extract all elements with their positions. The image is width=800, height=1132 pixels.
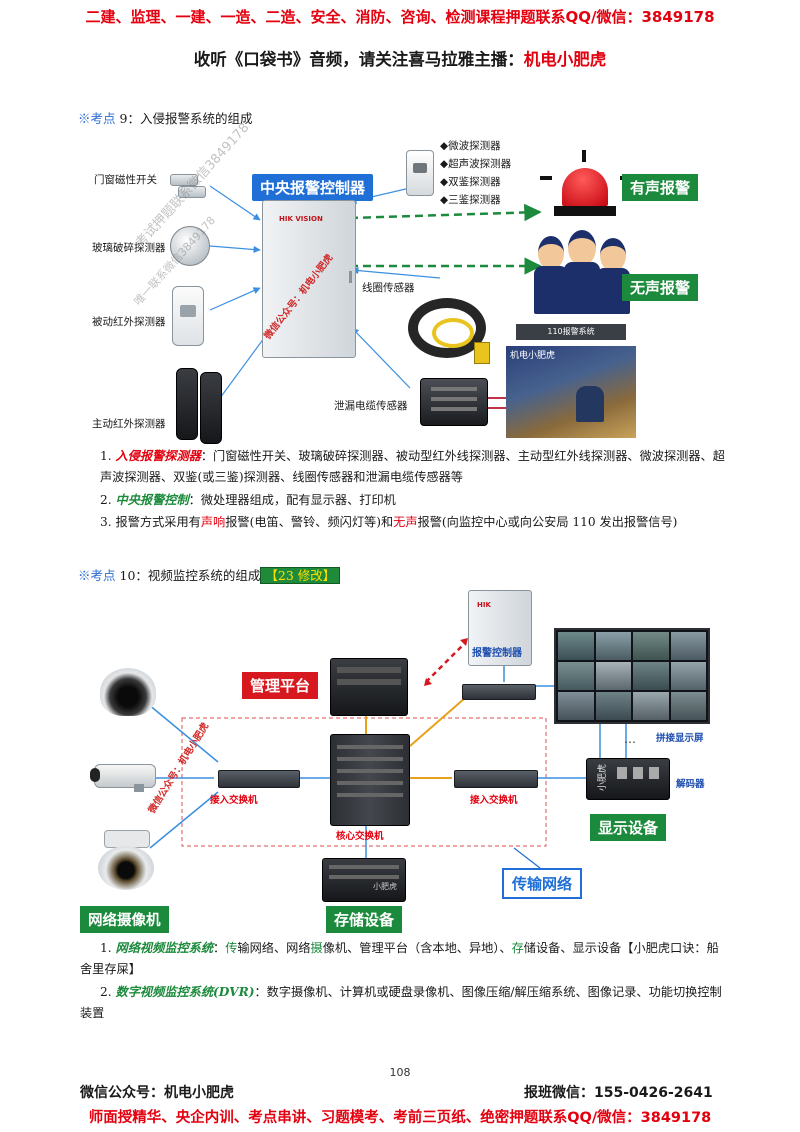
- page-number: 108: [389, 1066, 411, 1079]
- line-sensor-plug: [474, 342, 490, 364]
- silent-alarm-label: 无声报警: [622, 274, 699, 301]
- footer-class-wechat: 报班微信：155-0426-2641: [524, 1085, 713, 1101]
- transport-pointer: [513, 847, 541, 869]
- alarm-switch-icon: [462, 684, 536, 700]
- access-switch-left-icon: [218, 770, 300, 788]
- subtitle-host: 机电小肥虎: [523, 50, 607, 69]
- label-passive-ir: 被动红外探测器: [92, 316, 166, 328]
- audible-alarm-label: 有声报警: [622, 174, 699, 201]
- photo-label: 机电小肥虎: [510, 351, 556, 361]
- section9-title: 9：入侵报警系统的组成: [115, 111, 253, 126]
- ptz-camera-icon: [96, 830, 156, 892]
- link-mgmt-alarm: [425, 641, 467, 683]
- arrow-door-switch: [209, 185, 261, 221]
- subtitle-prefix: 收听《口袋书》音频，请关注喜马拉雅主播：: [193, 50, 524, 69]
- arrow-audible: [349, 203, 542, 222]
- access-switch-left-label: 接入交换机: [210, 795, 258, 806]
- section9-point3: 3. 报警方式采用有声响报警(电笛、警铃、频闪灯等)和无声报警(向监控中心或向公…: [100, 515, 678, 529]
- upper-sensor-2: ◆超声波探测器: [440, 158, 512, 170]
- display-device-label: 显示设备: [590, 814, 667, 841]
- leak-sensor-icon: [420, 378, 488, 426]
- access-switch-right-label: 接入交换机: [470, 795, 518, 806]
- active-ir-left-icon: [176, 368, 198, 440]
- access-switch-right-icon: [454, 770, 538, 788]
- police-figures-icon: [528, 228, 636, 336]
- arrow-leak-sensor: [351, 327, 411, 389]
- link-core-alarmswitch: [409, 697, 466, 747]
- core-switch-icon: [330, 734, 410, 826]
- mgmt-platform-label: 管理平台: [242, 672, 319, 699]
- decoder-label: 解码器: [676, 779, 705, 790]
- section9-point2: 2. 中央报警控制：微处理器组成，配有显示器、打印机: [100, 493, 396, 507]
- bullet-camera-icon: [90, 762, 160, 792]
- section10-title: 10：视频监控系统的组成: [115, 568, 261, 583]
- label-active-ir: 主动红外探测器: [92, 418, 166, 430]
- label-door-switch: 门窗磁性开关: [94, 174, 157, 186]
- line-sensor-icon: [408, 298, 486, 358]
- transport-network-label: 传输网络: [502, 868, 583, 899]
- arrow-glass-break: [209, 245, 261, 254]
- arrow-passive-ir: [209, 287, 261, 311]
- section10-point2: 2. 数字视频监控系统(DVR)：数字摄像机、计算机或硬盘录像机、图像压缩/解压…: [80, 985, 722, 1020]
- upper-sensor-1: ◆微波探测器: [440, 140, 501, 152]
- door-switch-icon: [170, 168, 206, 198]
- central-controller-box: HIK VISION: [262, 200, 356, 358]
- footer-wechat-public: 微信公众号：机电小肥虎: [80, 1085, 234, 1101]
- splice-screen-label: 拼接显示屏: [656, 733, 704, 744]
- mgmt-server-icon: [330, 658, 408, 716]
- label-glass-break: 玻璃破碎探测器: [92, 242, 166, 254]
- screen-ellipsis: …: [624, 732, 636, 746]
- upper-sensor-3: ◆双鉴探测器: [440, 176, 501, 188]
- section10-point1: 1. 网络视频监控系统：传输网络、网络摄像机、管理平台（含本地、异地）、存储设备…: [80, 941, 719, 976]
- video-surveillance-diagram: HIK 报警控制器 管理平台 微信公众号：机电小肥虎 网络摄像机 接入交换机 核…: [70, 586, 750, 936]
- section9-mark: ※考点: [78, 111, 116, 126]
- central-controller-label: 中央报警控制器: [252, 174, 374, 201]
- upper-sensor-4: ◆三鉴探测器: [440, 194, 501, 206]
- label-line-sensor: 线圈传感器: [362, 282, 415, 294]
- core-switch-label: 核心交换机: [336, 831, 384, 842]
- section9-heading: ※考点 9：入侵报警系统的组成: [78, 108, 252, 127]
- link-dome: [147, 703, 219, 763]
- intrusion-alarm-diagram: 门窗磁性开关 玻璃破碎探测器 被动红外探测器 主动红外探测器 中央报警控制器 H…: [70, 120, 750, 444]
- storage-device-icon: 小肥虎: [322, 858, 406, 902]
- audio-subtitle: 收听《口袋书》音频，请关注喜马拉雅主播：机电小肥虎: [0, 46, 800, 70]
- bottom-banner: 师面授精华、央企内训、考点串讲、习题模考、考前三页纸、绝密押题联系QQ/微信：3…: [88, 1110, 712, 1126]
- top-banner: 二建、监理、一建、一造、二造、安全、消防、咨询、检测课程押题联系QQ/微信：38…: [85, 8, 715, 26]
- passive-ir-detector-icon: [172, 286, 204, 346]
- section10-heading: ※考点 10：视频监控系统的组成【23 修改】: [78, 565, 341, 584]
- diagram-connectors: [209, 185, 542, 409]
- storage-device-label: 存储设备: [326, 906, 403, 933]
- splice-screen-icon: [554, 628, 710, 724]
- arrow-line-sensor: [351, 267, 441, 279]
- police-sign: 110报警系统: [516, 324, 626, 340]
- controller-badge: HIK VISION: [279, 215, 323, 223]
- glass-break-detector-icon: [170, 226, 210, 266]
- network-camera-label: 网络摄像机: [80, 906, 169, 933]
- dome-camera-icon: [100, 668, 156, 716]
- active-ir-right-icon: [200, 372, 222, 444]
- siren-icon: [540, 150, 632, 220]
- storage-brand: 小肥虎: [373, 882, 397, 891]
- link-ptz: [149, 791, 219, 849]
- alarm-controller-label: 报警控制器: [472, 648, 522, 659]
- alarm-controller-box: HIK: [468, 590, 532, 666]
- video-connectors: [147, 638, 627, 858]
- arrow-active-ir: [219, 329, 271, 399]
- microwave-detector-icon: [406, 150, 434, 196]
- leak-cable-photo: 机电小肥虎: [506, 346, 636, 438]
- section10-mark: ※考点: [78, 568, 116, 583]
- label-leak-sensor: 泄漏电缆传感器: [334, 400, 408, 412]
- network-boundary: [181, 717, 547, 847]
- section10-tag: 【23 修改】: [260, 567, 341, 584]
- decoder-icon: 小肥虎: [586, 758, 670, 800]
- section9-point1: 1. 入侵报警探测器：门窗磁性开关、玻璃破碎探测器、被动型红外线探测器、主动型红…: [100, 449, 725, 484]
